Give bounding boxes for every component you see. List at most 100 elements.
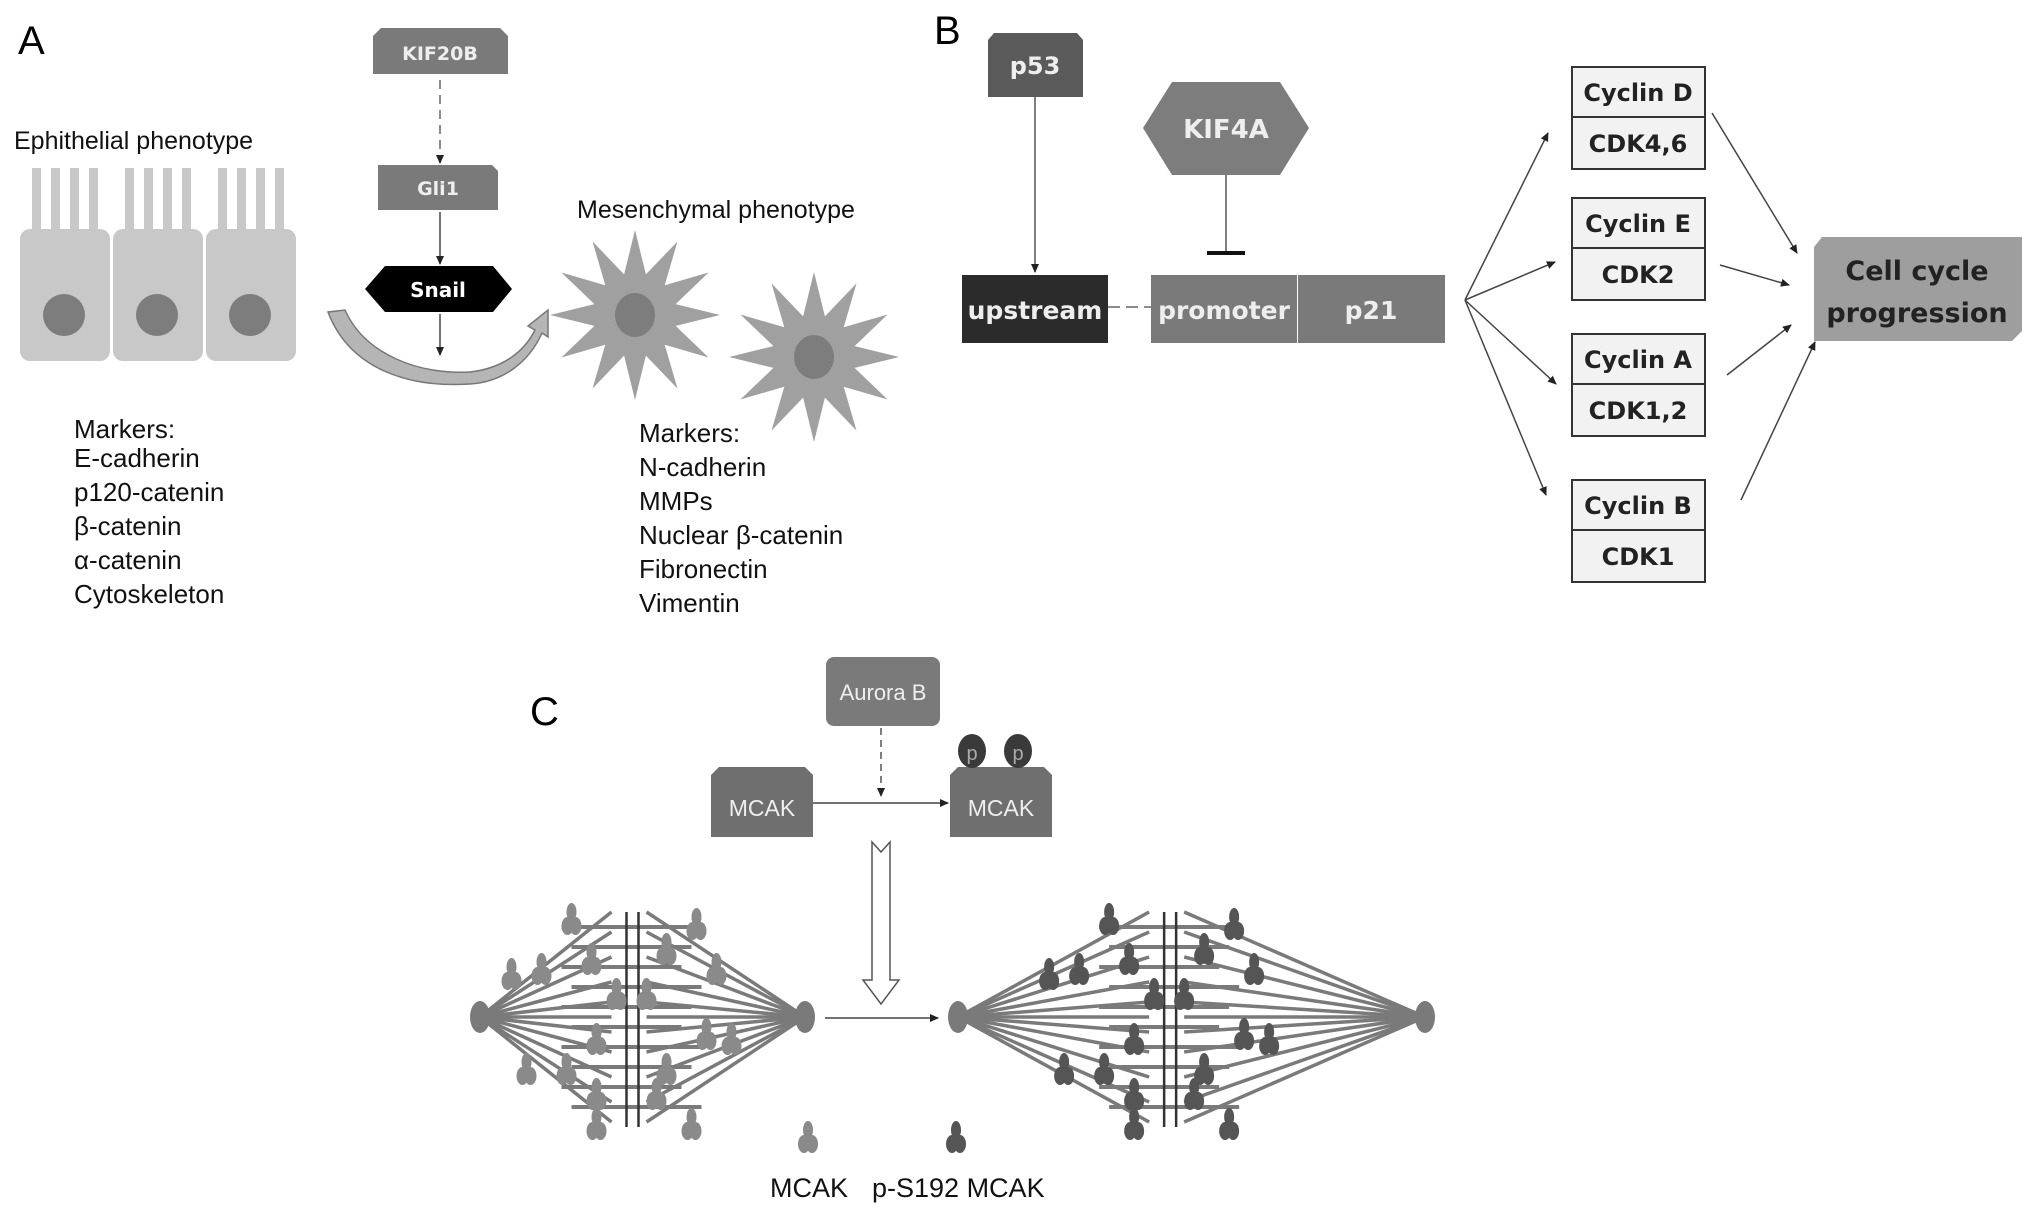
- mcak-molecule: [651, 1078, 662, 1096]
- mcak-molecule: [1047, 972, 1060, 990]
- kif4a-label: KIF4A: [1183, 115, 1269, 145]
- mcak-molecule: [569, 917, 582, 935]
- cyclin-label: Cyclin B: [1584, 492, 1692, 520]
- cyclin-to-progression-arrow: [1740, 341, 1816, 501]
- mcak-molecule: [729, 1037, 742, 1055]
- mcak-molecule: [1062, 1067, 1075, 1085]
- epithelial-title: Ephithelial phenotype: [14, 127, 253, 155]
- mcak-molecule: [1202, 947, 1215, 965]
- mcak-molecule: [594, 1037, 607, 1055]
- mesenchymal-title: Mesenchymal phenotype: [577, 196, 855, 224]
- spindle-pole: [795, 1001, 815, 1033]
- cdk-label: CDK1,2: [1589, 397, 1688, 425]
- cyclin-box: [1571, 197, 1706, 249]
- mcak-molecule: [689, 1122, 702, 1140]
- mcak-molecule: [1229, 908, 1240, 926]
- promoter-box: [1151, 275, 1297, 343]
- cdk-label: CDK4,6: [1589, 130, 1688, 158]
- phospho-label-2: p: [1012, 743, 1023, 765]
- cyclin-box: [1571, 479, 1706, 531]
- mcak-molecule: [641, 978, 652, 996]
- mcak-molecule: [614, 992, 627, 1010]
- p21-to-cyclin-arrow: [1464, 299, 1547, 496]
- mcak-molecule: [561, 1053, 572, 1071]
- mcak-molecule: [509, 972, 522, 990]
- mcak-molecule: [803, 1121, 813, 1139]
- mesenchymal-markers-title: Markers:: [639, 418, 740, 448]
- legend-mcak-label: MCAK: [770, 1173, 848, 1203]
- mcak-molecule: [591, 1078, 602, 1096]
- spindle-pole: [948, 1001, 968, 1033]
- mcak-molecule: [1152, 992, 1165, 1010]
- mcak-molecule: [1132, 1122, 1145, 1140]
- nucleus: [43, 294, 85, 336]
- legend-pmcak-label: p-S192 MCAK: [872, 1173, 1045, 1203]
- mcak-molecule: [1189, 1078, 1200, 1096]
- panel-label-c: C: [530, 690, 559, 734]
- mcak-molecule: [1059, 1053, 1070, 1071]
- microvillus: [256, 168, 265, 234]
- mesenchymal-marker: MMPs: [639, 486, 713, 516]
- mcak-molecule: [1102, 1067, 1115, 1085]
- mcak-molecule: [644, 992, 657, 1010]
- mcak-molecule: [1127, 957, 1140, 975]
- mcak-molecule: [1104, 903, 1115, 921]
- panel-label-a: A: [18, 19, 45, 63]
- microtubule: [479, 1015, 612, 1034]
- upstream-label: upstream: [968, 296, 1103, 325]
- mcak-molecule: [586, 943, 597, 961]
- microtubule: [1184, 1015, 1426, 1034]
- gli1-label: Gli1: [417, 178, 459, 200]
- mcak-molecule: [1239, 1018, 1250, 1036]
- kif20b-label: KIF20B: [402, 43, 478, 65]
- microtubule: [1183, 1015, 1426, 1124]
- mcak-molecule: [1249, 953, 1260, 971]
- mcak-molecule: [664, 1067, 677, 1085]
- panel-c: C Aurora B MCAK MCAK p p MCAK p-S192 MCA…: [470, 657, 1435, 1203]
- mcak-molecule: [1129, 1078, 1140, 1096]
- mcak-right-box: [950, 767, 1052, 837]
- mcak-molecule: [1199, 933, 1210, 951]
- epithelial-marker: E-cadherin: [74, 443, 200, 473]
- aurora-b-label: Aurora B: [840, 680, 927, 705]
- mcak-molecule: [594, 1092, 607, 1110]
- mcak-molecule: [1224, 1108, 1235, 1126]
- microtubule: [646, 1000, 806, 1019]
- spindle-after: [948, 903, 1435, 1140]
- mcak-molecule: [1267, 1037, 1280, 1055]
- microtubule: [1184, 1000, 1426, 1019]
- mcak-molecule: [661, 933, 672, 951]
- mcak-left-label: MCAK: [729, 795, 796, 821]
- microvillus: [125, 168, 134, 234]
- snail-label: Snail: [410, 278, 466, 302]
- mcak-molecule: [611, 978, 622, 996]
- mcak-molecule: [694, 922, 707, 940]
- outcome-line-1: Cell cycle: [1845, 256, 1988, 287]
- epithelial-marker: α-catenin: [74, 545, 182, 575]
- mcak-left-box: [711, 767, 813, 837]
- mcak-molecule: [701, 1018, 712, 1036]
- cyclin-box: [1571, 66, 1706, 118]
- mcak-molecule: [589, 957, 602, 975]
- mcak-molecule: [594, 1122, 607, 1140]
- panel-b: B p53 KIF4A upstream promoter p21 Cyclin…: [934, 9, 2022, 583]
- epithelial-marker: Cytoskeleton: [74, 579, 224, 609]
- epithelial-marker: p120-catenin: [74, 477, 224, 507]
- mcak-molecule: [1252, 967, 1265, 985]
- panel-label-b: B: [934, 9, 961, 53]
- mcak-molecule: [654, 1092, 667, 1110]
- p21-to-cyclin-arrow: [1464, 261, 1556, 301]
- cdk-label: CDK2: [1602, 261, 1675, 289]
- mcak-molecule: [1074, 953, 1085, 971]
- mcak-molecule: [726, 1023, 737, 1041]
- nucleus: [615, 293, 655, 337]
- cdk-label: CDK1: [1602, 543, 1675, 571]
- cyclin-box: [1571, 333, 1706, 385]
- mcak-molecule: [1124, 943, 1135, 961]
- mcak-molecule: [691, 908, 702, 926]
- gli1-box: [378, 165, 498, 210]
- microvillus: [70, 168, 79, 234]
